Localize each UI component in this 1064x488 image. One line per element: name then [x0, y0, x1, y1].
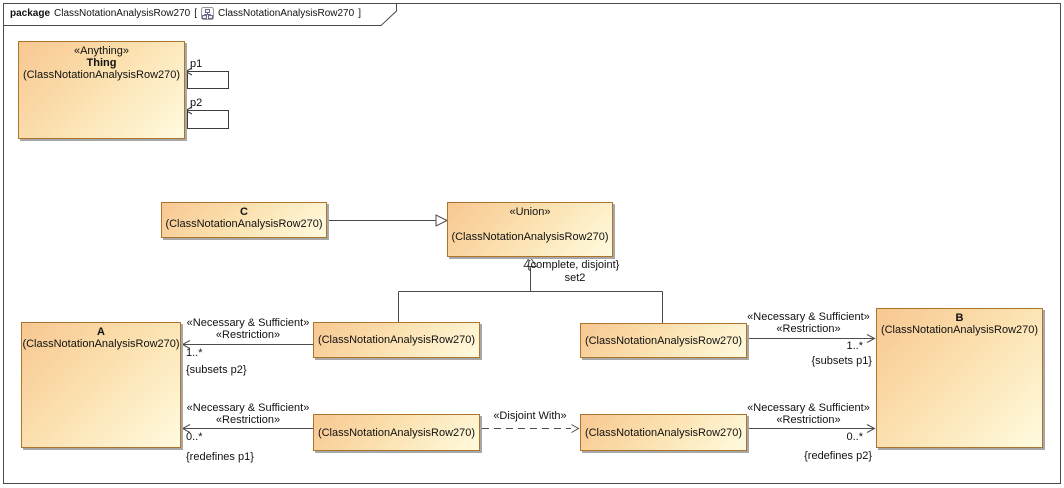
class-diagram-icon	[201, 7, 214, 20]
class-mid-lower-left[interactable]: (ClassNotationAnalysisRow270)	[313, 414, 480, 451]
label-stereotype-restriction: «Restriction»	[215, 414, 281, 426]
label-stereotype-necessary-sufficient: «Necessary & Sufficient»	[747, 402, 870, 414]
class-name: C	[240, 206, 248, 218]
label-stereotype-restriction: «Restriction»	[776, 414, 841, 426]
class-name: A	[97, 326, 105, 338]
label-stereotype-necessary-sufficient: «Necessary & Sufficient»	[186, 402, 310, 414]
edge-restriction-upper-left[interactable]	[181, 340, 314, 349]
class-mid-upper-right[interactable]: (ClassNotationAnalysisRow270)	[580, 323, 747, 358]
class-qualifier: (ClassNotationAnalysisRow270)	[584, 426, 743, 439]
class-a[interactable]: A (ClassNotationAnalysisRow270)	[21, 322, 181, 448]
class-b[interactable]: B (ClassNotationAnalysisRow270)	[876, 308, 1043, 448]
open-arrowhead-icon	[866, 424, 876, 433]
label-stereotype-restriction: «Restriction»	[776, 323, 841, 335]
package-kind-label: package	[10, 8, 51, 19]
label-multiplicity[interactable]: 0..*	[186, 431, 203, 443]
edge-generalization-set[interactable]	[398, 255, 663, 324]
label-multiplicity[interactable]: 0..*	[846, 431, 863, 443]
label-edge-stereotypes[interactable]: «Necessary & Sufficient» «Restriction»	[184, 317, 312, 341]
class-mid-upper-left[interactable]: (ClassNotationAnalysisRow270)	[313, 322, 480, 358]
class-qualifier: (ClassNotationAnalysisRow270)	[22, 338, 180, 350]
edge-restriction-upper-right[interactable]	[747, 334, 876, 343]
edge-generalization-c-union[interactable]	[327, 214, 449, 227]
class-name: B	[955, 312, 964, 324]
label-edge-stereotypes[interactable]: «Necessary & Sufficient» «Restriction»	[744, 402, 873, 426]
class-mid-lower-right[interactable]: (ClassNotationAnalysisRow270)	[580, 414, 747, 451]
label-constraint[interactable]: {redefines p2}	[804, 450, 872, 462]
label-stereotype-necessary-sufficient: «Necessary & Sufficient»	[186, 317, 310, 329]
label-constraint[interactable]: {subsets p2}	[186, 364, 247, 376]
diagram-frame	[3, 3, 1061, 484]
open-arrowhead-icon	[866, 334, 876, 343]
label-multiplicity[interactable]: 1..*	[186, 347, 203, 359]
label-genset-name[interactable]: set2	[564, 272, 586, 284]
class-name: Thing	[86, 57, 117, 69]
class-qualifier: (ClassNotationAnalysisRow270)	[165, 218, 323, 230]
label-stereotype-necessary-sufficient: «Necessary & Sufficient»	[747, 311, 870, 323]
open-arrowhead-icon	[184, 67, 193, 76]
class-union[interactable]: «Union» (ClassNotationAnalysisRow270)	[447, 202, 613, 257]
label-genset-constraint[interactable]: {complete, disjoint}	[527, 259, 620, 271]
label-edge-stereotypes[interactable]: «Necessary & Sufficient» «Restriction»	[744, 311, 873, 335]
package-header-tab	[3, 3, 397, 26]
open-arrowhead-icon	[181, 424, 191, 433]
class-stereotype: «Union»	[509, 206, 551, 218]
label-multiplicity[interactable]: 1..*	[846, 340, 863, 352]
label-constraint[interactable]: {redefines p1}	[186, 451, 254, 463]
class-thing[interactable]: «Anything» Thing (ClassNotationAnalysisR…	[18, 41, 185, 139]
label-constraint[interactable]: {subsets p1}	[811, 355, 872, 367]
property-box-p1[interactable]	[184, 67, 229, 89]
edge-restriction-lower-left[interactable]	[181, 424, 314, 433]
class-qualifier: (ClassNotationAnalysisRow270)	[451, 231, 609, 243]
class-qualifier: (ClassNotationAnalysisRow270)	[880, 324, 1039, 336]
bracket-close: ]	[358, 8, 361, 19]
open-arrowhead-icon	[571, 424, 580, 433]
edge-disjoint-with[interactable]	[482, 424, 580, 433]
label-edge-stereotypes[interactable]: «Necessary & Sufficient» «Restriction»	[184, 402, 312, 426]
label-disjoint-with[interactable]: «Disjoint With»	[493, 410, 567, 422]
open-arrowhead-icon	[181, 340, 191, 349]
property-box-p2[interactable]	[184, 106, 229, 129]
class-qualifier: (ClassNotationAnalysisRow270)	[317, 334, 476, 346]
class-c[interactable]: C (ClassNotationAnalysisRow270)	[161, 202, 327, 238]
label-stereotype-restriction: «Restriction»	[215, 329, 281, 341]
package-header: package ClassNotationAnalysisRow270 [ Cl…	[10, 7, 361, 20]
class-qualifier: (ClassNotationAnalysisRow270)	[584, 334, 743, 347]
property-label-p2[interactable]: p2	[190, 97, 203, 109]
property-label-p1[interactable]: p1	[190, 58, 203, 70]
package-name: ClassNotationAnalysisRow270	[54, 8, 191, 19]
bracket-open: [	[194, 8, 197, 19]
edge-restriction-lower-right[interactable]	[747, 424, 876, 433]
diagram-name: ClassNotationAnalysisRow270	[218, 8, 355, 19]
class-stereotype: «Anything»	[73, 45, 130, 57]
class-qualifier: (ClassNotationAnalysisRow270)	[317, 426, 476, 439]
generalization-arrowhead-icon	[435, 214, 449, 227]
class-qualifier: (ClassNotationAnalysisRow270)	[22, 69, 181, 81]
open-arrowhead-icon	[184, 106, 193, 115]
